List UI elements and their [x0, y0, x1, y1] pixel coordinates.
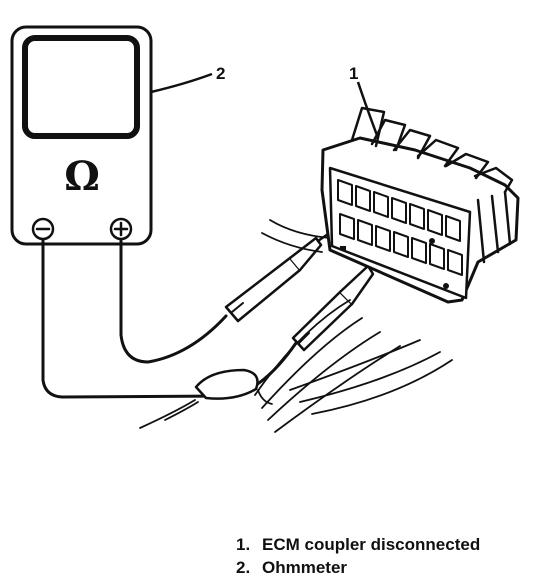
- ecm-coupler: [320, 106, 520, 304]
- ohmmeter-display: [22, 35, 140, 139]
- coupler-side-ribs: [476, 190, 512, 264]
- legend-item-ohmmeter: 2. Ohmmeter: [236, 556, 480, 579]
- minus-circle-icon: [31, 217, 55, 241]
- callout-number-1: 1: [349, 64, 358, 83]
- callout-number-2: 2: [216, 64, 225, 83]
- legend-text: Ohmmeter: [262, 558, 348, 577]
- callout-coupler: 1: [349, 64, 380, 139]
- callout-ohmmeter: 2: [150, 64, 225, 94]
- coupler-latches: [350, 106, 514, 194]
- legend-number: 1.: [236, 535, 251, 554]
- ohm-symbol: Ω: [64, 153, 100, 200]
- positive-lead-wire: [119, 238, 228, 364]
- legend-text: ECM coupler disconnected: [262, 535, 481, 554]
- legend-number: 2.: [236, 558, 251, 577]
- positive-probe: [224, 218, 350, 323]
- coupler-shading: [340, 238, 449, 289]
- coupler-terminals-lower: [339, 213, 463, 276]
- wire-harness: [139, 219, 453, 433]
- negative-lead-wire: [41, 238, 298, 399]
- legend-item-coupler: 1. ECM coupler disconnected: [236, 533, 480, 556]
- legend: 1. ECM coupler disconnected 2. Ohmmeter: [236, 533, 480, 579]
- coupler-terminals-upper: [337, 179, 461, 242]
- ohmmeter: Ω: [10, 25, 153, 246]
- plus-circle-icon: [109, 217, 133, 241]
- test-leads: [41, 218, 394, 400]
- ohmmeter-body: [10, 25, 153, 246]
